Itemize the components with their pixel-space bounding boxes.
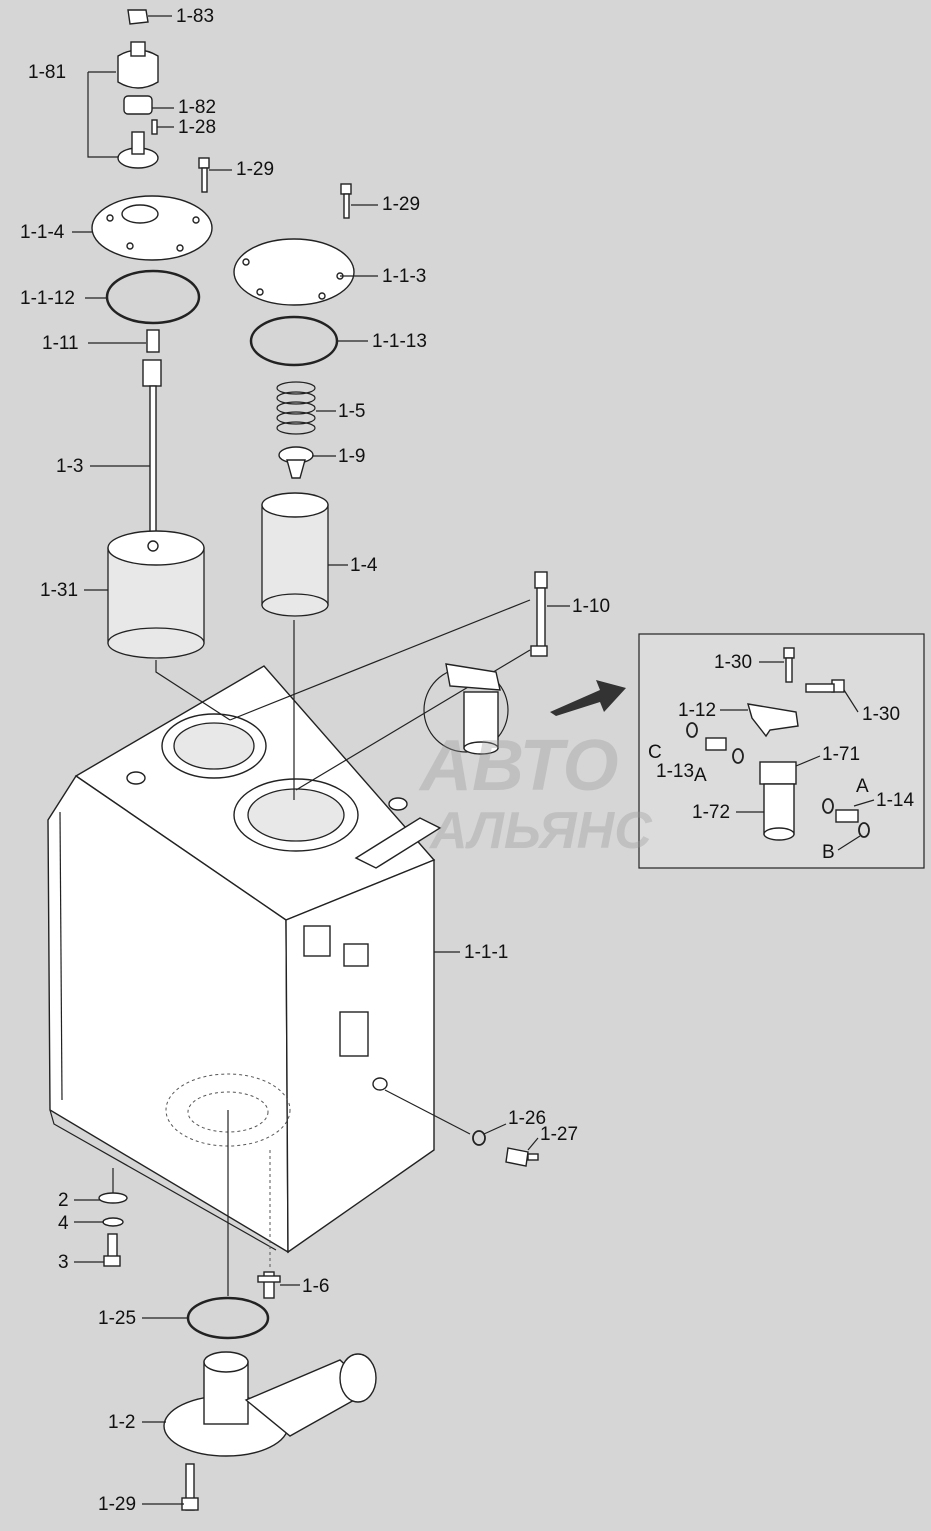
rod-1-3 [149,385,157,537]
label-1-1-4: 1-1-4 [20,222,65,243]
drain-cock-1-6 [257,1271,281,1299]
label-1-9: 1-9 [338,446,365,467]
label-1-12: 1-12 [678,700,716,721]
bolt-part [181,1463,199,1511]
label-2: 2 [58,1190,69,1211]
bolt-part [198,157,210,193]
label-1-4: 1-4 [350,555,378,576]
strainer-1-31 [107,530,205,659]
detail-arrow [550,680,626,716]
o-ring-1-25 [186,1296,270,1340]
label-1-30-b: 1-30 [862,704,900,725]
label-1-31: 1-31 [40,580,78,601]
label-4: 4 [58,1213,69,1234]
cover-plate-left [91,195,213,261]
label-1-6: 1-6 [302,1276,329,1297]
label-c: C [648,742,662,763]
bolt-3 [103,1233,121,1267]
label-1-3: 1-3 [56,456,83,477]
label-1-2: 1-2 [108,1412,135,1433]
label-1-27: 1-27 [540,1124,578,1145]
label-1-5: 1-5 [338,401,365,422]
level-gauge-1-10 [530,571,548,657]
filter-1-4 [261,492,329,617]
label-3: 3 [58,1252,69,1273]
label-1-29-b: 1-29 [382,194,420,215]
label-1-72: 1-72 [692,802,730,823]
label-a-2: A [856,776,869,797]
label-1-81: 1-81 [28,62,66,83]
detail-filter-1-71 [759,761,797,841]
label-1-1-3: 1-1-3 [382,266,426,287]
bolt-part [340,183,352,219]
spring-1-11 [146,329,160,353]
filter-housing-detail [445,663,501,755]
label-1-29-a: 1-29 [236,159,274,180]
hydraulic-tank-1-1-1 [47,665,442,1254]
o-ring-1-1-13 [249,315,339,367]
label-1-1-1: 1-1-1 [464,942,508,963]
watermark-line2: АЛЬЯНС [428,802,653,860]
label-1-29-c: 1-29 [98,1494,136,1515]
label-1-1-13: 1-1-13 [372,331,427,352]
label-1-1-12: 1-1-12 [20,288,75,309]
washer-2 [98,1192,128,1204]
label-1-11: 1-11 [42,333,79,354]
valve-1-9 [278,446,314,479]
suction-pipe-1-2 [163,1351,377,1457]
label-b: B [822,842,835,863]
label-1-26: 1-26 [508,1108,546,1129]
label-1-71: 1-71 [822,744,860,765]
detail-bracket-1-12 [747,647,845,738]
label-1-28: 1-28 [178,117,216,138]
o-ring-1-1-12 [105,269,201,325]
watermark-line1: АВТО [418,726,619,806]
washer-4 [102,1217,124,1227]
label-1-25: 1-25 [98,1308,136,1329]
breather-cap-part [117,9,159,169]
rod-head [142,359,162,387]
label-1-82: 1-82 [178,97,216,118]
sensor-1-27 [472,1130,539,1167]
label-1-14: 1-14 [876,790,914,811]
label-1-30-a: 1-30 [714,652,752,673]
label-a-1: A [694,765,707,786]
label-1-13: 1-13 [656,761,694,782]
label-1-10: 1-10 [572,596,610,617]
label-1-83: 1-83 [176,6,214,27]
cover-plate-right [233,238,355,306]
spring-1-5 [276,381,316,435]
